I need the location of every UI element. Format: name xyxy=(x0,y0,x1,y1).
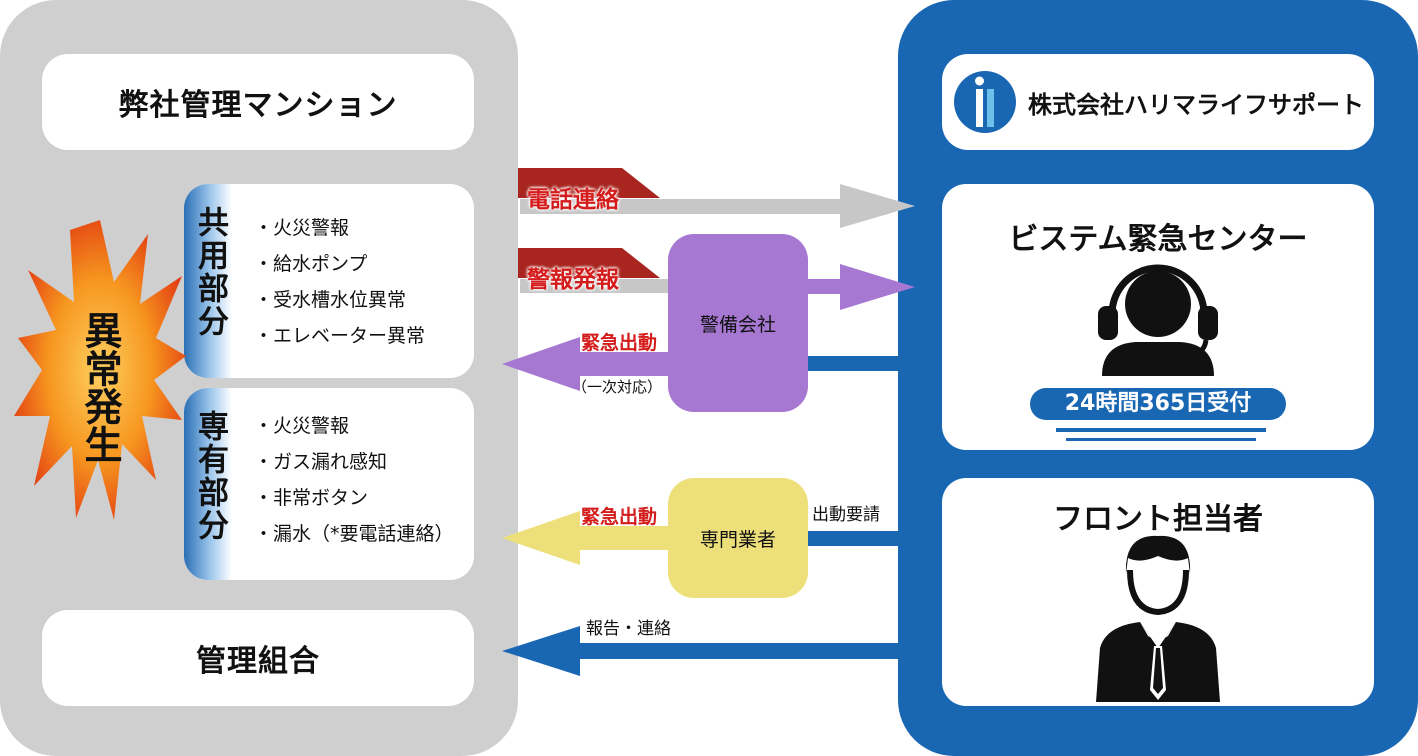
private-area-card: 専有部分 ・火災警報 ・ガス漏れ感知 ・非常ボタン ・漏水（*要電話連絡） xyxy=(184,388,474,580)
list-item: ・給水ポンプ xyxy=(254,253,368,275)
specialist-connector xyxy=(806,531,900,546)
common-area-label-bg xyxy=(184,184,232,378)
managed-mansion-title: 弊社管理マンション xyxy=(118,88,398,123)
association-card: 管理組合 xyxy=(42,610,474,706)
specialist-node: 専門業者 xyxy=(668,478,808,598)
divider xyxy=(1056,428,1266,432)
list-item: ・火災警報 xyxy=(254,415,350,437)
list-item: ・非常ボタン xyxy=(254,487,369,509)
list-item: ・漏水（*要電話連絡） xyxy=(254,523,454,545)
company-logo-card: 株式会社ハリマライフサポート xyxy=(942,54,1374,150)
dispatch-arrow-2 xyxy=(502,511,670,565)
common-area-card: 共用部分 ・火災警報 ・給水ポンプ ・受水槽水位異常 ・エレベーター異常 xyxy=(184,184,474,378)
alarm-arrow-tail xyxy=(520,279,670,293)
emergency-center-card: ビステム緊急センター 24時間365日受付 xyxy=(942,184,1374,450)
report-label: 報告・連絡 xyxy=(586,619,671,639)
emergency-center-title: ビステム緊急センター xyxy=(1008,222,1308,257)
managed-mansion-card: 弊社管理マンション xyxy=(42,54,474,150)
alarm-label: 警報発報 xyxy=(527,267,619,293)
association-title: 管理組合 xyxy=(196,644,320,679)
staff-person-icon xyxy=(1096,535,1220,702)
front-staff-title: フロント担当者 xyxy=(1053,502,1263,537)
common-area-label: 共用部分 xyxy=(192,206,228,338)
divider xyxy=(1066,438,1256,441)
company-logo-icon xyxy=(954,71,1016,133)
alert-text: 異常発生 xyxy=(78,311,122,463)
first-response-label: （一次対応） xyxy=(572,378,663,396)
dispatch-arrow-1 xyxy=(502,337,670,391)
dispatch-request-label: 出動要請 xyxy=(812,505,880,525)
company-name: 株式会社ハリマライフサポート xyxy=(1028,90,1364,119)
phone-ribbon xyxy=(518,168,660,198)
operator-headset-icon xyxy=(1098,264,1218,376)
security-company-node: 警備会社 xyxy=(668,234,808,412)
explosion-icon xyxy=(14,220,186,520)
front-staff-card: フロント担当者 xyxy=(942,478,1374,706)
dispatch-label-2: 緊急出動 xyxy=(581,506,658,528)
phone-arrow xyxy=(520,184,915,228)
private-area-label: 専有部分 xyxy=(192,410,228,542)
specialist-label: 専門業者 xyxy=(699,528,776,551)
list-item: ・ガス漏れ感知 xyxy=(254,451,388,473)
phone-label: 電話連絡 xyxy=(527,187,619,213)
hours-badge: 24時間365日受付 xyxy=(1030,388,1286,420)
list-item: ・エレベーター異常 xyxy=(254,325,426,347)
list-item: ・受水槽水位異常 xyxy=(254,289,407,311)
dispatch-label-1: 緊急出動 xyxy=(581,332,658,354)
security-company-label: 警備会社 xyxy=(699,313,776,336)
private-area-label-bg xyxy=(184,388,232,580)
private-area-list: ・火災警報 ・ガス漏れ感知 ・非常ボタン ・漏水（*要電話連絡） xyxy=(254,408,454,552)
report-arrow xyxy=(502,626,900,676)
alarm-arrow-head xyxy=(806,264,915,310)
security-connector xyxy=(806,356,900,371)
common-area-list: ・火災警報 ・給水ポンプ ・受水槽水位異常 ・エレベーター異常 xyxy=(254,210,425,354)
alarm-ribbon xyxy=(518,248,660,278)
list-item: ・火災警報 xyxy=(254,217,350,239)
